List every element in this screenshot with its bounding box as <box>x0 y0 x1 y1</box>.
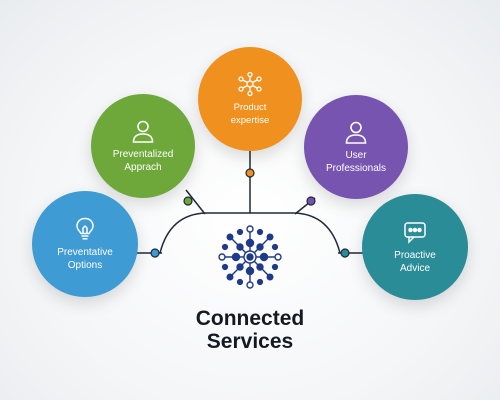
title-line-1: Connected <box>195 307 305 330</box>
node-proactive-advice: Proactive Advice <box>362 194 468 300</box>
person-icon <box>345 121 367 144</box>
node-product-expertise: Product expertise <box>198 47 302 151</box>
node-preventalized-approach: Preventalized Apprach <box>91 94 195 198</box>
connector-dot-product <box>245 168 255 178</box>
chat-bubble-icon <box>404 222 426 244</box>
node-label: User Professionals <box>325 150 387 174</box>
network-icon <box>238 71 262 97</box>
node-label: Preventative Options <box>57 247 113 271</box>
hub-network-icon <box>218 225 282 289</box>
lightbulb-icon <box>76 217 94 240</box>
connector-dot-user <box>306 196 316 206</box>
node-label: Preventalized Apprach <box>112 149 174 173</box>
node-label: Product expertise <box>230 102 270 126</box>
connector-approach <box>185 189 206 215</box>
node-user-professionals: User Professionals <box>304 95 408 199</box>
connector-dot-advice <box>340 248 350 258</box>
node-preventative-options: Preventative Options <box>32 191 138 297</box>
connector-dot-options <box>150 248 160 258</box>
title-line-2: Services <box>206 330 294 353</box>
person-icon <box>132 120 154 143</box>
connector-dot-approach <box>183 196 193 206</box>
node-label: Proactive Advice <box>394 250 436 274</box>
